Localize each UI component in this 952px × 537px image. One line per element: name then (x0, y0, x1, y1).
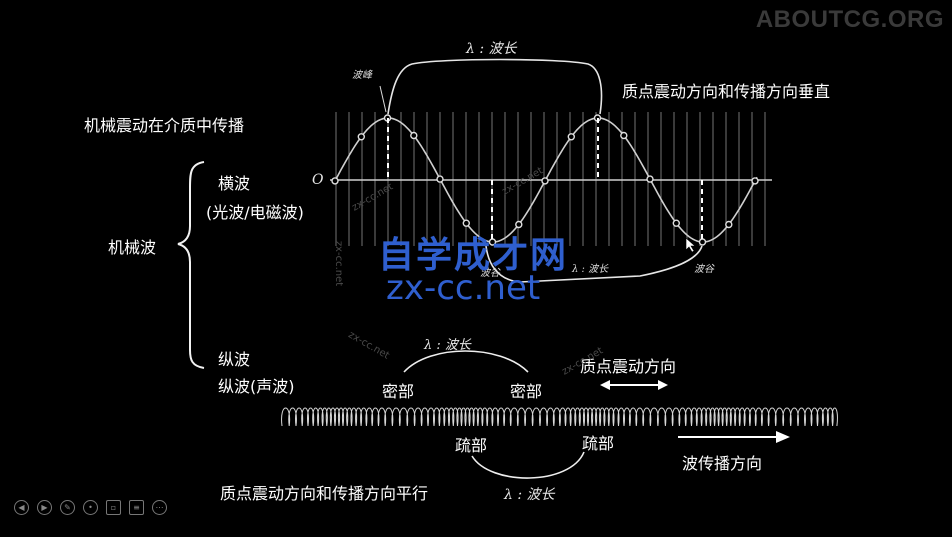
right-arrow-icon (678, 431, 790, 443)
label-mech-wave: 机械波 (108, 238, 157, 257)
handwriting-lambda-top: λ : 波长 (466, 41, 517, 57)
particle-dot (331, 177, 339, 185)
particle-dot (410, 131, 418, 140)
watermark-cn: 自学成才网 (378, 235, 569, 276)
particle-dot (620, 131, 628, 140)
label-dense-1: 密部 (382, 382, 415, 401)
spring-coil (281, 407, 838, 427)
particle-dot (725, 220, 733, 229)
handwriting-trough-2: 波谷 (694, 264, 714, 275)
brand-logo: ABOUTCG.ORG (755, 6, 944, 33)
label-sparse-2: 疏部 (582, 434, 615, 453)
particle-dot (698, 238, 707, 246)
label-perpendicular: 质点震动方向和传播方向垂直 (622, 82, 831, 101)
handwriting-trough-1: 波谷 (480, 268, 500, 279)
label-mech-propagation: 机械震动在介质中传播 (84, 116, 245, 135)
more-icon[interactable]: ⋯ (152, 500, 167, 515)
particle-dot (436, 175, 444, 183)
label-parallel: 质点震动方向和传播方向平行 (220, 484, 429, 503)
watermark-small: zx-cc.net (333, 240, 345, 287)
particle-dot (541, 177, 549, 185)
curly-brace (177, 161, 205, 369)
handwriting-lambda-mid: λ : 波长 (572, 264, 609, 275)
label-longitudinal: 纵波 (218, 350, 251, 369)
mouse-cursor-icon (685, 237, 696, 253)
pointer-icon[interactable]: • (83, 500, 98, 515)
watermark-en: zx-cc.net (386, 268, 541, 308)
double-arrow-icon (600, 380, 668, 390)
particle-dots (331, 114, 759, 246)
particle-dot (672, 219, 680, 227)
label-longitudinal-examples: 纵波(声波) (218, 377, 295, 396)
spring-coil-path (281, 407, 838, 427)
label-particle-direction: 质点震动方向 (580, 357, 677, 376)
particle-dot (751, 177, 759, 185)
particle-dot (646, 175, 654, 183)
next-icon[interactable]: ▶ (37, 500, 52, 515)
label-wave-direction: 波传播方向 (682, 454, 763, 473)
handwriting-crest: 波峰 (352, 70, 372, 81)
particle-dot (515, 220, 523, 229)
label-sparse-1: 疏部 (455, 436, 488, 455)
particle-dot (357, 133, 365, 141)
prev-icon[interactable]: ◀ (14, 500, 29, 515)
subtitle-icon[interactable]: ≡ (129, 500, 144, 515)
particle-dot (567, 133, 575, 141)
particle-dot (462, 219, 470, 227)
crest-bracket (387, 58, 603, 115)
label-transverse-examples: (光波/电磁波) (206, 203, 304, 222)
presentation-toolbar: ◀ ▶ ✎ • ▫ ≡ ⋯ (14, 500, 167, 515)
handwriting-lambda-sparse: λ : 波长 (504, 487, 555, 503)
label-dense-2: 密部 (510, 382, 543, 401)
handwriting-lambda-dense: λ : 波长 (424, 338, 471, 353)
trough-bracket (485, 245, 703, 283)
crest-pointer (379, 85, 387, 113)
dense-arc (403, 350, 529, 373)
pen-icon[interactable]: ✎ (60, 500, 75, 515)
label-origin: O (312, 172, 324, 188)
screen-icon[interactable]: ▫ (106, 500, 121, 515)
label-transverse: 横波 (218, 174, 251, 193)
sparse-arc (471, 451, 585, 479)
